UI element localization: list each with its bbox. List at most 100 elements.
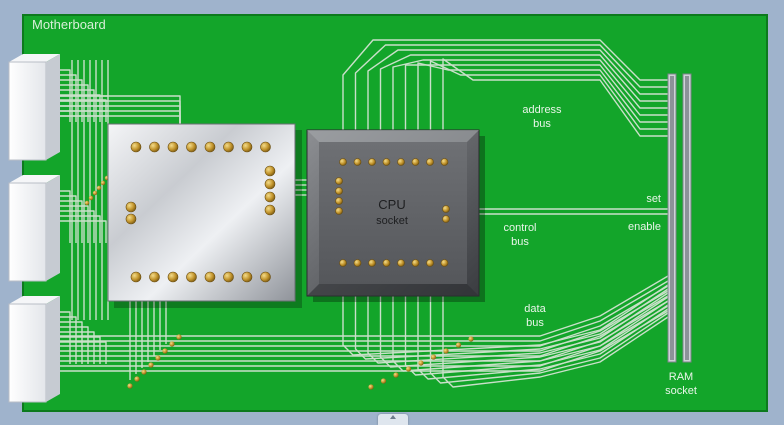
via-dot	[468, 336, 474, 342]
pin	[264, 165, 276, 177]
data-bus-trace	[60, 310, 669, 372]
via-dot	[92, 190, 98, 196]
via-dot	[368, 384, 374, 390]
pin	[339, 259, 347, 267]
pin	[335, 207, 343, 215]
pin	[335, 177, 343, 185]
slot-trace	[60, 69, 71, 122]
pin	[442, 205, 450, 213]
slot-trace	[60, 195, 77, 243]
slot-trace	[60, 79, 83, 122]
pin	[125, 201, 137, 213]
pin	[241, 141, 253, 153]
slot-trace	[60, 311, 71, 364]
pin	[440, 158, 449, 166]
pin	[335, 187, 343, 195]
via-dot	[96, 185, 102, 191]
pin	[440, 259, 449, 267]
slot-trace	[60, 326, 89, 364]
pin	[260, 271, 271, 283]
via-dot	[148, 362, 154, 368]
slot-trace	[60, 215, 101, 243]
pin	[426, 259, 434, 267]
expansion-slot-2	[8, 175, 60, 282]
via-dot	[380, 378, 387, 384]
control-bus-label-line1: control	[503, 222, 536, 234]
data-bus-trace	[60, 300, 669, 362]
ram-label-line1: RAM	[669, 371, 693, 383]
via-dot	[84, 200, 90, 206]
address-bus-trace	[342, 39, 668, 140]
enable-signal-label: enable	[628, 221, 661, 233]
board-title: Motherboard	[32, 17, 106, 32]
via-dot	[162, 348, 168, 354]
pin	[204, 141, 216, 153]
via-dot	[393, 372, 399, 378]
address-bus-trace	[354, 44, 668, 140]
address-bus-label-line2: bus	[533, 118, 551, 130]
data-bus-trace	[354, 288, 669, 360]
data-bus-trace	[60, 280, 669, 342]
slot-trace	[60, 316, 77, 364]
pin	[368, 158, 376, 166]
via-dot	[455, 342, 462, 348]
via-dot	[443, 348, 449, 354]
via-dot	[405, 366, 412, 372]
pin	[204, 271, 216, 283]
cpu-socket-pins	[335, 158, 450, 267]
address-bus-trace	[429, 60, 668, 140]
via-dot	[430, 354, 437, 360]
cpu-label-line2: socket	[376, 215, 408, 227]
slot-trace	[60, 331, 95, 364]
pin	[260, 141, 271, 153]
pin	[186, 271, 197, 283]
pin	[442, 215, 450, 223]
data-bus-trace	[60, 305, 669, 367]
data-bus-trace	[60, 295, 669, 357]
address-bus-trace	[404, 64, 668, 140]
pin	[353, 158, 362, 166]
pin	[223, 271, 234, 283]
expansion-slots	[8, 54, 60, 403]
pin	[264, 204, 276, 216]
data-bus-trace	[60, 275, 669, 337]
pin	[353, 259, 362, 267]
metal-chip-pins	[125, 141, 276, 283]
address-bus-trace	[417, 62, 668, 140]
via-dot	[169, 341, 175, 347]
chevron-up-icon	[390, 415, 396, 419]
address-bus-trace	[442, 58, 668, 140]
via-dot	[141, 369, 147, 375]
pin	[186, 141, 197, 153]
via-dot	[176, 334, 182, 340]
scroll-handle[interactable]	[378, 414, 408, 425]
pin	[382, 158, 391, 166]
pin	[130, 141, 142, 153]
pin	[264, 178, 276, 190]
cpu-socket: CPU socket	[306, 129, 485, 302]
pin	[241, 271, 253, 283]
slot-trace	[60, 94, 101, 122]
slot-trace	[60, 84, 89, 122]
pin	[368, 259, 376, 267]
control-bus-label-line2: bus	[511, 236, 529, 248]
set-signal-label: set	[646, 193, 661, 205]
expansion-slot-1	[8, 54, 60, 161]
slot-trace	[60, 205, 89, 243]
slot-trace	[60, 321, 83, 364]
pin	[125, 213, 137, 225]
ram-label-line2: socket	[665, 385, 697, 397]
slot-trace	[60, 99, 107, 122]
pin	[149, 141, 160, 153]
slot-trace	[60, 336, 101, 364]
expansion-slot-3	[8, 296, 60, 403]
data-bus-label-line1: data	[524, 303, 546, 315]
pin	[382, 259, 391, 267]
data-bus-trace	[367, 292, 669, 364]
via-dot	[418, 360, 424, 366]
address-bus-label-line1: address	[522, 104, 562, 116]
data-bus-trace	[60, 290, 669, 352]
pin	[411, 259, 420, 267]
pin	[167, 141, 179, 153]
